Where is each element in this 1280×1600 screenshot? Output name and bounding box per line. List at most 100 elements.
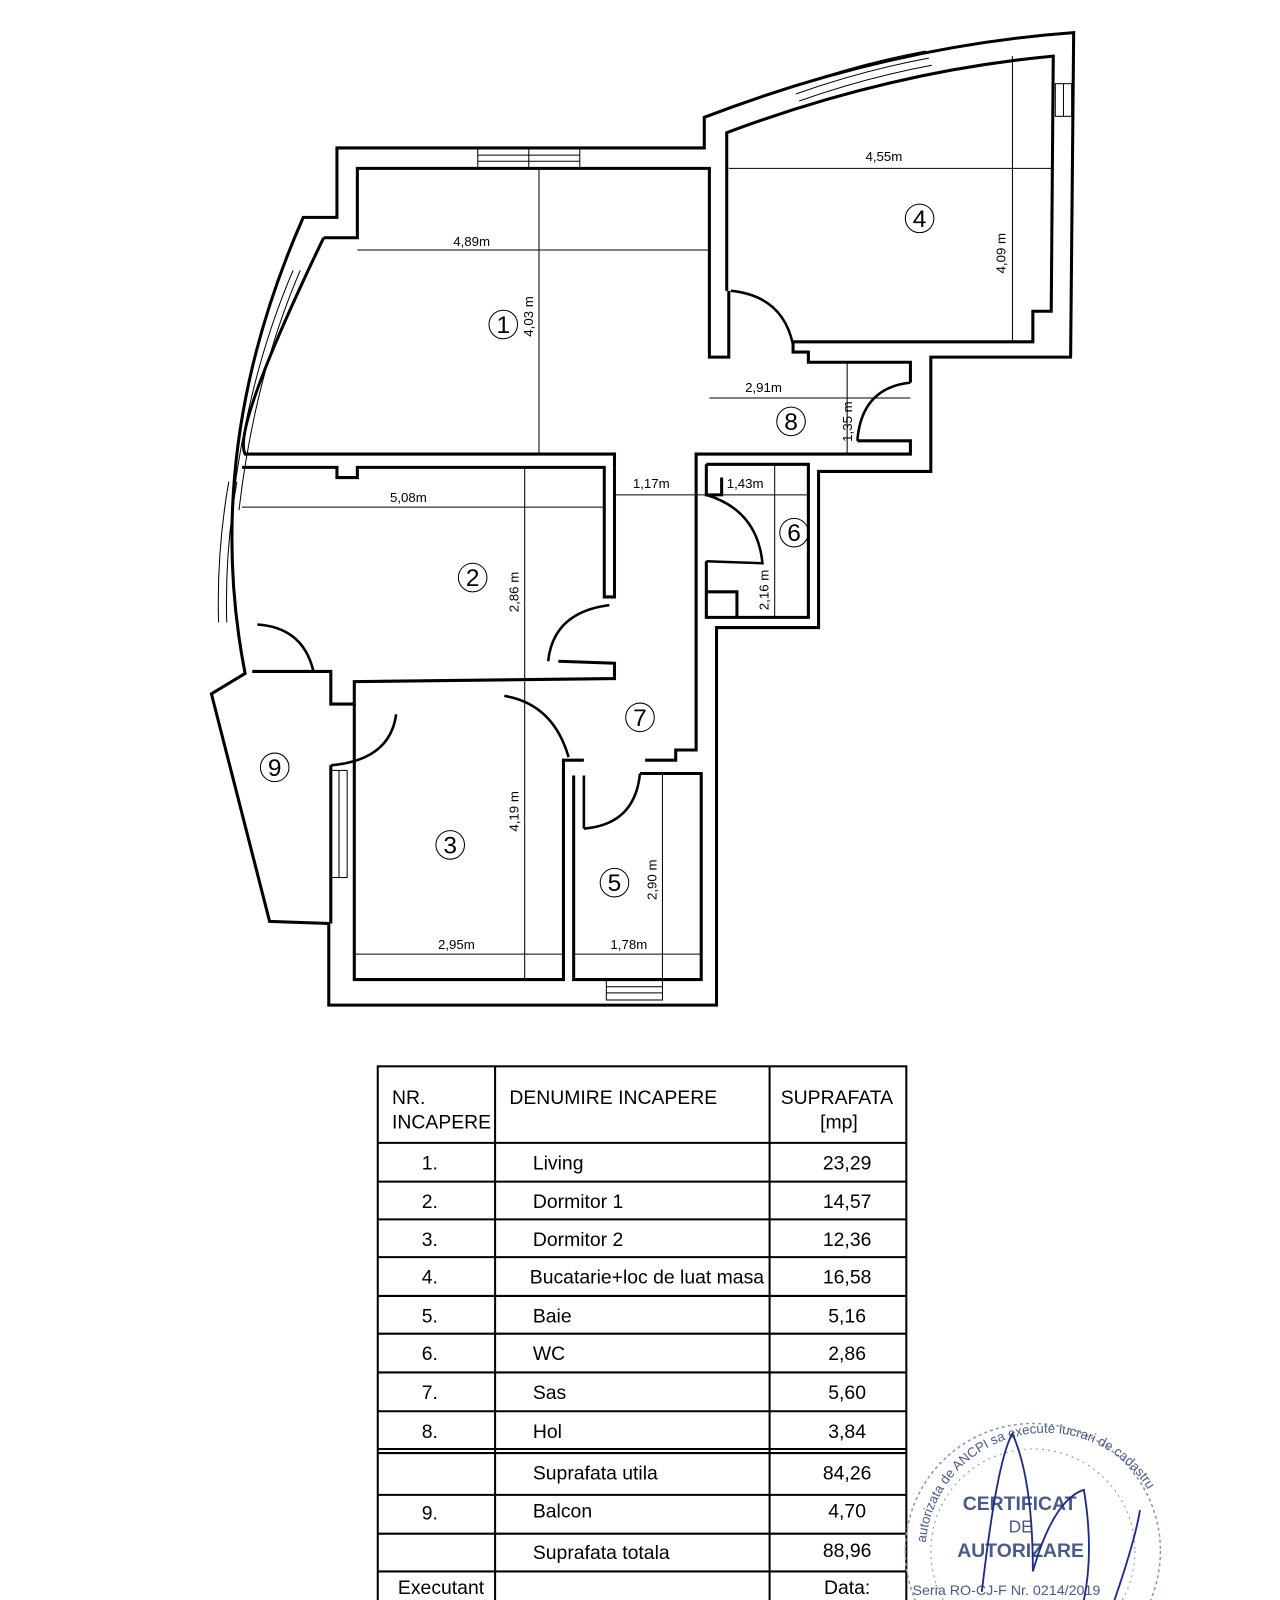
row-nr: 8.: [422, 1421, 438, 1443]
dim-room3-width: 2,95m: [438, 937, 475, 952]
table-footer: Executant Data:: [398, 1577, 870, 1599]
balcony-name: Balcon: [533, 1500, 592, 1522]
row-name: Dormitor 1: [533, 1191, 623, 1213]
dim-room2-height: 2,86 m: [507, 572, 522, 613]
room-number-7: 7: [625, 702, 655, 733]
table-row: 3. Dormitor 2 12,36: [422, 1229, 872, 1251]
dim-sas-width: 1,17m: [633, 476, 670, 491]
table-row: 4. Bucatarie+loc de luat masa 16,58: [422, 1267, 872, 1289]
room-number-4: 4: [904, 203, 935, 234]
useful-name: Suprafata utila: [533, 1463, 658, 1485]
row-name: WC: [533, 1343, 565, 1365]
dim-room4-width: 4,55m: [866, 149, 903, 164]
outer-wall: [209, 31, 1076, 1007]
hall-wall: [645, 439, 912, 762]
authorization-stamp: autorizata de ANCPI sa execute lucrari d…: [904, 1421, 1162, 1600]
row-nr: 3.: [422, 1229, 438, 1251]
svg-text:8: 8: [784, 409, 798, 436]
row-nr: 7.: [422, 1382, 438, 1404]
stamp-line2: DE: [1009, 1517, 1033, 1537]
total-name: Suprafata totala: [533, 1542, 670, 1564]
row-nr: 2.: [422, 1191, 438, 1213]
date-label: Data:: [824, 1577, 870, 1599]
table-header: NR. INCAPERE DENUMIRE INCAPERE SUPRAFATA…: [392, 1087, 893, 1133]
row-name: Baie: [533, 1305, 572, 1327]
row-name: Dormitor 2: [533, 1229, 623, 1251]
dim-room1-height: 4,03 m: [521, 296, 536, 337]
table-row: 2. Dormitor 1 14,57: [422, 1191, 872, 1213]
row-area: 12,36: [823, 1229, 872, 1251]
total-area: 88,96: [823, 1540, 872, 1562]
window: [217, 50, 1073, 1001]
dim-room8-width: 2,91m: [745, 380, 782, 395]
kitchen-wall: [725, 54, 1055, 383]
area-table: NR. INCAPERE DENUMIRE INCAPERE SUPRAFATA…: [376, 1065, 908, 1600]
living-wall: [323, 166, 731, 359]
stamp-series: Seria RO-CJ-F Nr. 0214/2019: [912, 1583, 1100, 1599]
dim-room5-height: 2,90 m: [644, 859, 659, 900]
row-nr: 5.: [422, 1305, 438, 1327]
stamp-line1: CERTIFICAT: [963, 1493, 1077, 1515]
dim-room3-height: 4,19 m: [507, 791, 522, 832]
dim-room4-height: 4,09 m: [993, 233, 1008, 274]
floor-plan: 4,89m 4,03 m 4,55m 4,09 m 2,91m 1,35 m 5…: [209, 31, 1076, 1007]
room-number-5: 5: [599, 867, 630, 898]
table-row-total: Suprafata totala 88,96: [533, 1540, 872, 1564]
living-curved-wall: [241, 237, 617, 468]
svg-text:6: 6: [787, 520, 801, 547]
table-row-useful: Suprafata utila 84,26: [533, 1463, 872, 1485]
signature: [980, 1431, 1141, 1600]
svg-text:5: 5: [608, 870, 622, 897]
room-number-9: 9: [259, 752, 290, 783]
table-row: 6. WC 2,86: [422, 1343, 866, 1365]
dim-room6-width: 1,43m: [727, 476, 764, 491]
room-number-8: 8: [776, 406, 806, 437]
row-nr: 1.: [422, 1152, 438, 1174]
table-row-balcony: 9. Balcon 4,70: [422, 1500, 867, 1524]
balcony-nr: 9.: [422, 1502, 438, 1524]
door[interactable]: [257, 289, 911, 830]
dim-room5-width: 1,78m: [610, 937, 647, 952]
room-number-1: 1: [488, 309, 519, 340]
svg-text:4: 4: [913, 206, 927, 233]
row-area: 14,57: [823, 1191, 872, 1213]
useful-area: 84,26: [823, 1463, 872, 1485]
svg-text:3: 3: [443, 832, 457, 859]
bedroom2-wall: [242, 465, 617, 599]
bedroom3-wall: [352, 704, 584, 982]
header-nr-2: INCAPERE: [392, 1112, 491, 1134]
row-area: 16,58: [823, 1267, 872, 1289]
svg-text:2: 2: [466, 565, 480, 592]
header-area-unit: [mp]: [820, 1112, 858, 1134]
header-name: DENUMIRE INCAPERE: [509, 1087, 717, 1109]
bedroom2-bottom-wall: [252, 659, 617, 706]
stamp-line3: AUTORIZARE: [957, 1540, 1084, 1562]
row-name: Bucatarie+loc de luat masa: [530, 1267, 764, 1289]
svg-text:9: 9: [268, 755, 282, 782]
table-row: 8. Hol 3,84: [422, 1421, 867, 1443]
dim-room2-width: 5,08m: [390, 490, 427, 505]
table-row: 7. Sas 5,60: [422, 1382, 867, 1404]
bath-wall: [572, 771, 703, 982]
row-area: 2,86: [828, 1343, 866, 1365]
executant-label: Executant: [398, 1577, 485, 1599]
stamp-ring-text: autorizata de ANCPI sa execute lucrari d…: [914, 1421, 1158, 1544]
row-nr: 6.: [422, 1343, 438, 1365]
row-area: 5,16: [828, 1305, 866, 1327]
balcony-area: 4,70: [828, 1500, 866, 1522]
row-name: Hol: [533, 1421, 562, 1443]
dimension-labels: 4,89m 4,03 m 4,55m 4,09 m 2,91m 1,35 m 5…: [390, 149, 1008, 952]
room-number-6: 6: [779, 517, 809, 548]
dim-room8-height: 1,35 m: [840, 401, 855, 442]
svg-text:7: 7: [633, 705, 647, 732]
row-area: 3,84: [828, 1421, 866, 1443]
table-row: 5. Baie 5,16: [422, 1305, 866, 1327]
row-name: Living: [533, 1152, 584, 1174]
dim-room6-height: 2,16 m: [757, 570, 772, 611]
row-name: Sas: [533, 1382, 566, 1404]
row-area: 5,60: [828, 1382, 866, 1404]
dimension-lines: [242, 56, 1052, 980]
row-nr: 4.: [422, 1267, 438, 1289]
